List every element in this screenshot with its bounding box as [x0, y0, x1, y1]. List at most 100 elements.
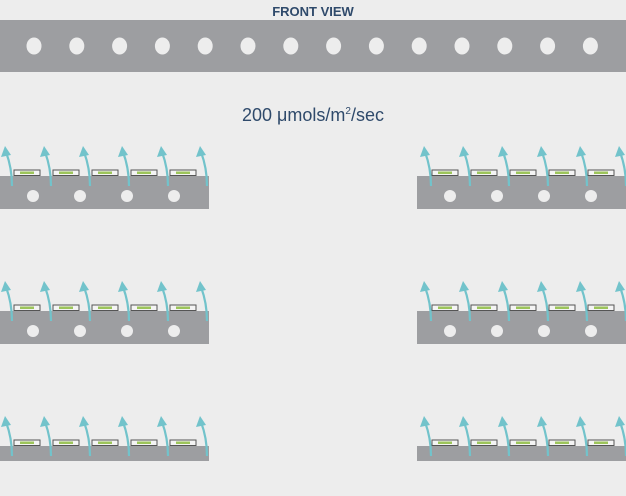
shelf-left-row-2	[0, 281, 209, 344]
airflow-arrowhead-icon	[537, 416, 547, 427]
shelf-right-row-3	[417, 416, 626, 461]
airflow-arrowhead-icon	[498, 146, 508, 157]
shelf-left-row-3	[0, 416, 209, 461]
led-strip	[594, 171, 608, 174]
front-bar-hole	[582, 37, 598, 55]
led-strip	[477, 306, 491, 309]
shelf-hole	[168, 190, 180, 202]
shelf-hole	[168, 325, 180, 337]
airflow-arrowhead-icon	[459, 416, 469, 427]
shelf-hole	[585, 325, 597, 337]
light-level-exponent: 2	[345, 106, 351, 117]
led-strip	[516, 171, 530, 174]
front-bar-hole	[240, 37, 256, 55]
airflow-arrowhead-icon	[118, 146, 128, 157]
led-strip	[438, 306, 452, 309]
led-strip	[555, 441, 569, 444]
led-strip	[477, 441, 491, 444]
light-level-value: 200 μmols/m	[242, 105, 346, 125]
airflow-arrowhead-icon	[1, 416, 11, 427]
airflow-arrowhead-icon	[157, 146, 167, 157]
airflow-arrowhead-icon	[40, 281, 50, 292]
front-bar-hole	[112, 37, 128, 55]
airflow-arrowhead-icon	[118, 281, 128, 292]
shelf-hole	[491, 325, 503, 337]
airflow-arrowhead-icon	[576, 146, 586, 157]
airflow-arrowhead-icon	[79, 416, 89, 427]
airflow-arrowhead-icon	[459, 146, 469, 157]
airflow-arrowhead-icon	[196, 416, 206, 427]
airflow-arrowhead-icon	[79, 281, 89, 292]
led-strip	[438, 441, 452, 444]
led-strip	[137, 441, 151, 444]
airflow-arrowhead-icon	[1, 281, 11, 292]
airflow-arrowhead-icon	[40, 146, 50, 157]
shelf-hole	[585, 190, 597, 202]
airflow-arrowhead-icon	[118, 416, 128, 427]
airflow-arrowhead-icon	[576, 281, 586, 292]
airflow-arrowhead-icon	[196, 281, 206, 292]
shelf-hole	[27, 325, 39, 337]
airflow-arrowhead-icon	[1, 146, 11, 157]
front-bar-hole	[411, 37, 427, 55]
front-bar-hole	[283, 37, 299, 55]
airflow-arrowhead-icon	[498, 416, 508, 427]
led-strip	[20, 171, 34, 174]
airflow-arrowhead-icon	[537, 146, 547, 157]
shelf-hole	[444, 190, 456, 202]
airflow-arrowhead-icon	[157, 281, 167, 292]
light-level-unit: /sec	[350, 105, 384, 125]
led-strip	[176, 171, 190, 174]
led-strip	[59, 441, 73, 444]
led-strip	[516, 306, 530, 309]
front-bar-hole	[154, 37, 170, 55]
shelf-hole	[121, 325, 133, 337]
led-strip	[516, 441, 530, 444]
airflow-arrowhead-icon	[459, 281, 469, 292]
shelf-hole	[74, 325, 86, 337]
front-bar-hole	[497, 37, 513, 55]
shelf-body	[0, 446, 209, 461]
front-bar-hole	[540, 37, 556, 55]
shelf-right-row-1	[417, 146, 626, 209]
airflow-arrowhead-icon	[40, 416, 50, 427]
front-bar-hole	[69, 37, 85, 55]
led-strip	[20, 441, 34, 444]
led-strip	[477, 171, 491, 174]
led-strip	[176, 441, 190, 444]
led-strip	[555, 171, 569, 174]
led-strip	[59, 171, 73, 174]
airflow-arrowhead-icon	[498, 281, 508, 292]
led-strip	[594, 441, 608, 444]
led-strip	[176, 306, 190, 309]
shelf-hole	[491, 190, 503, 202]
airflow-arrowhead-icon	[196, 146, 206, 157]
front-bar-hole	[454, 37, 470, 55]
front-bar	[0, 20, 626, 72]
led-strip	[137, 171, 151, 174]
shelf-left-row-1	[0, 146, 209, 209]
front-bar-hole	[26, 37, 42, 55]
led-strip	[137, 306, 151, 309]
shelf-right-row-2	[417, 281, 626, 344]
shelf-hole	[538, 190, 550, 202]
airflow-arrowhead-icon	[615, 146, 625, 157]
shelf-hole	[74, 190, 86, 202]
airflow-arrowhead-icon	[420, 281, 430, 292]
front-bar-hole	[326, 37, 342, 55]
led-strip	[59, 306, 73, 309]
front-bar-body	[0, 20, 626, 72]
airflow-arrowhead-icon	[420, 416, 430, 427]
airflow-arrowhead-icon	[537, 281, 547, 292]
led-strip	[555, 306, 569, 309]
airflow-arrowhead-icon	[615, 281, 625, 292]
airflow-arrowhead-icon	[420, 146, 430, 157]
led-strip	[98, 171, 112, 174]
shelf-hole	[27, 190, 39, 202]
front-bar-hole	[368, 37, 384, 55]
airflow-arrowhead-icon	[615, 416, 625, 427]
airflow-arrowhead-icon	[576, 416, 586, 427]
shelf-hole	[121, 190, 133, 202]
shelf-hole	[444, 325, 456, 337]
